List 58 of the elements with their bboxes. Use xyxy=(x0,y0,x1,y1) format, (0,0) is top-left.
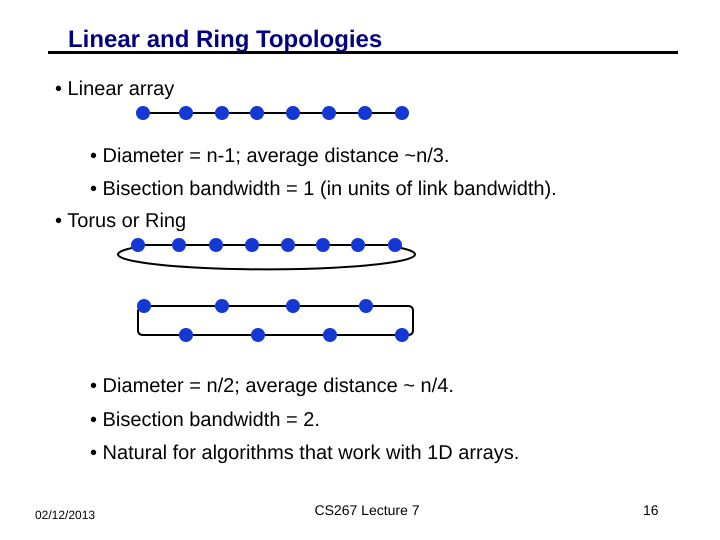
link-line xyxy=(150,112,179,114)
link-line xyxy=(137,310,179,336)
node-dot xyxy=(351,238,365,252)
bullet-point: • Diameter = n/2; average distance ~ n/4. xyxy=(90,375,454,397)
node-dot xyxy=(388,238,402,252)
node-dot xyxy=(245,238,259,252)
node-dot xyxy=(286,106,300,120)
node-dot xyxy=(251,328,265,342)
link-line xyxy=(259,244,281,246)
slide-title: Linear and Ring Topologies xyxy=(68,26,382,54)
link-line xyxy=(372,112,395,114)
link-line xyxy=(193,112,215,114)
link-line xyxy=(337,334,395,336)
node-dot xyxy=(395,106,409,120)
link-line xyxy=(145,244,172,246)
node-dot xyxy=(215,106,229,120)
bullet-point: • Linear array xyxy=(55,78,174,100)
page-number: 16 xyxy=(643,502,659,518)
link-line xyxy=(365,244,388,246)
bullet-point: • Diameter = n-1; average distance ~n/3. xyxy=(90,145,450,167)
bullet-point: • Torus or Ring xyxy=(55,210,186,232)
node-dot xyxy=(136,106,150,120)
link-line xyxy=(229,112,250,114)
link-line xyxy=(223,244,245,246)
node-dot xyxy=(250,106,264,120)
node-dot xyxy=(359,299,373,313)
node-dot xyxy=(209,238,223,252)
node-dot xyxy=(322,106,336,120)
node-dot xyxy=(172,238,186,252)
link-line xyxy=(373,305,414,336)
link-line xyxy=(336,112,358,114)
node-dot xyxy=(215,299,229,313)
bullet-point: • Bisection bandwidth = 1 (in units of link bandwidth). xyxy=(90,178,557,200)
link-line xyxy=(265,334,323,336)
bullet-point: • Bisection bandwidth = 2. xyxy=(90,409,320,431)
link-line xyxy=(186,244,209,246)
node-dot xyxy=(358,106,372,120)
node-dot xyxy=(179,106,193,120)
link-line xyxy=(264,112,286,114)
link-line xyxy=(193,334,251,336)
link-line xyxy=(330,244,351,246)
link-line xyxy=(229,305,286,307)
node-dot xyxy=(131,238,145,252)
node-dot xyxy=(137,299,151,313)
link-line xyxy=(151,305,215,307)
node-dot xyxy=(316,238,330,252)
node-dot xyxy=(395,328,409,342)
bullet-point: • Natural for algorithms that work with 1D arrays. xyxy=(90,442,520,464)
link-line xyxy=(295,244,316,246)
link-line xyxy=(300,112,322,114)
footer-date: 02/12/2013 xyxy=(35,508,96,522)
node-dot xyxy=(179,328,193,342)
node-dot xyxy=(323,328,337,342)
node-dot xyxy=(286,299,300,313)
footer-title: CS267 Lecture 7 xyxy=(314,502,420,518)
link-line xyxy=(118,247,416,270)
link-line xyxy=(300,305,359,307)
node-dot xyxy=(281,238,295,252)
